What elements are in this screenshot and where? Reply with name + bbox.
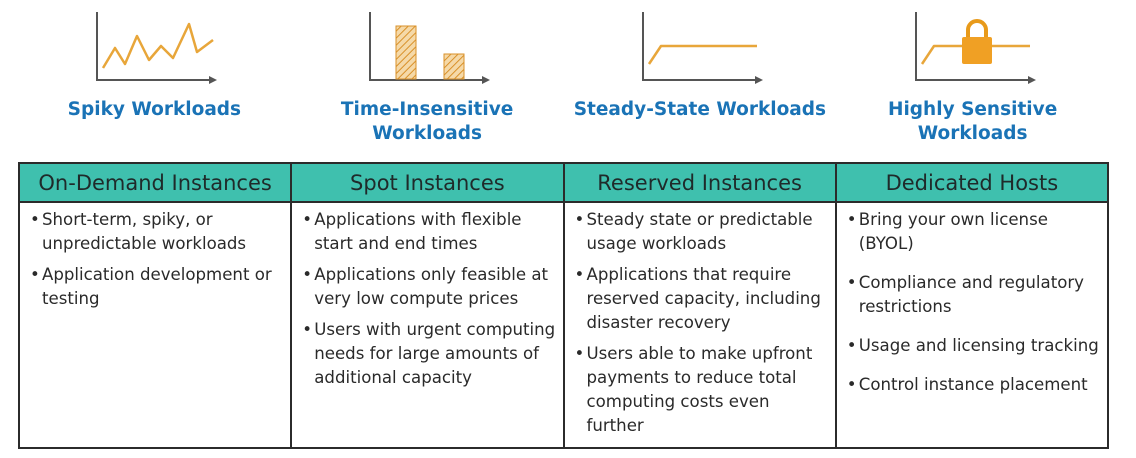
dedicated-cell: Bring your own license (BYOL) Compliance…: [834, 201, 1110, 449]
bullet-list: Steady state or predictable usage worklo…: [565, 203, 835, 438]
list-item: Compliance and regulatory restrictions: [847, 271, 1101, 319]
list-item: Applications with flexible start and end…: [302, 208, 556, 256]
reserved-cell: Steady state or predictable usage worklo…: [562, 201, 837, 449]
bullet-list: Short-term, spiky, or unpredictable work…: [20, 203, 290, 311]
bullet-list: Bring your own license (BYOL) Compliance…: [837, 203, 1107, 397]
workload-title: Time-Insensitive Workloads: [340, 99, 514, 144]
list-item: Applications that require reserved capac…: [575, 263, 829, 335]
locked-line-chart-icon: [914, 12, 1036, 84]
list-item: Control instance placement: [847, 373, 1101, 397]
workload-spiky: Spiky Workloads: [18, 0, 291, 160]
list-item: Application development or testing: [30, 263, 284, 311]
workload-icons-row: Spiky Workloads Time-Insensitive Workloa…: [18, 0, 1109, 160]
workload-title: Highly Sensitive Workloads: [887, 99, 1058, 144]
instance-types-table: On-Demand Instances Spot Instances Reser…: [17, 162, 1110, 449]
workload-time-insensitive: Time-Insensitive Workloads: [291, 0, 564, 160]
list-item: Bring your own license (BYOL): [847, 208, 1101, 256]
bullet-list: Applications with flexible start and end…: [292, 203, 562, 390]
list-item: Applications only feasible at very low c…: [302, 263, 556, 311]
list-item: Steady state or predictable usage worklo…: [575, 208, 829, 256]
column-header-reserved: Reserved Instances: [562, 162, 837, 203]
spiky-line-chart-icon: [96, 12, 218, 84]
list-item: Usage and licensing tracking: [847, 334, 1101, 358]
table-header-row: On-Demand Instances Spot Instances Reser…: [17, 162, 1110, 203]
padlock-icon: [961, 19, 992, 64]
workload-steady-state: Steady-State Workloads: [564, 0, 837, 160]
steady-line-chart-icon: [641, 12, 763, 84]
column-header-on-demand: On-Demand Instances: [17, 162, 293, 203]
list-item: Users with urgent computing needs for la…: [302, 318, 556, 390]
bar-chart-icon: [369, 12, 491, 84]
workload-title: Spiky Workloads: [67, 99, 242, 120]
spot-cell: Applications with flexible start and end…: [290, 201, 565, 449]
workload-highly-sensitive: Highly Sensitive Workloads: [836, 0, 1109, 160]
on-demand-cell: Short-term, spiky, or unpredictable work…: [17, 201, 293, 449]
column-header-spot: Spot Instances: [290, 162, 565, 203]
list-item: Short-term, spiky, or unpredictable work…: [30, 208, 284, 256]
workload-title: Steady-State Workloads: [573, 99, 827, 120]
list-item: Users able to make upfront payments to r…: [575, 342, 829, 438]
column-header-dedicated: Dedicated Hosts: [834, 162, 1110, 203]
table-body-row: Short-term, spiky, or unpredictable work…: [17, 201, 1110, 449]
